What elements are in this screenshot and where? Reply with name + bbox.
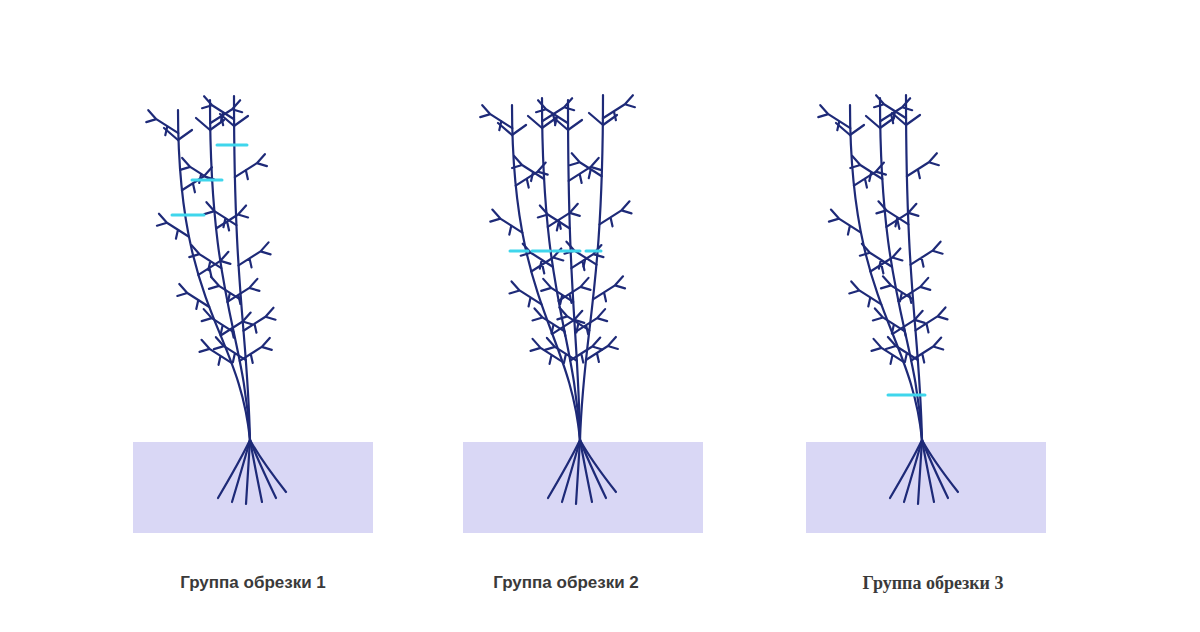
twig-line bbox=[490, 210, 522, 235]
twig-line bbox=[898, 278, 930, 303]
twig-line bbox=[593, 276, 625, 301]
twig-line bbox=[876, 201, 908, 226]
twig-line bbox=[202, 309, 234, 334]
twig-line bbox=[557, 307, 589, 332]
twig-line bbox=[216, 205, 248, 230]
twig-line bbox=[480, 105, 512, 130]
twig-line bbox=[564, 242, 596, 267]
root-line bbox=[246, 440, 250, 504]
twig-line bbox=[541, 279, 573, 304]
twig-line bbox=[849, 281, 881, 306]
twig-line bbox=[533, 308, 565, 333]
twig-line bbox=[202, 96, 234, 121]
root-line bbox=[218, 440, 250, 498]
twig-line bbox=[886, 204, 918, 229]
twig-line bbox=[209, 277, 241, 302]
twig-line bbox=[510, 281, 542, 306]
twig-line bbox=[836, 123, 864, 135]
root-line bbox=[250, 440, 286, 492]
twig-line bbox=[512, 156, 544, 181]
twig-line bbox=[873, 308, 905, 333]
root-line bbox=[918, 440, 922, 504]
twig-line bbox=[892, 113, 920, 125]
group-label: Группа обрезки 3 bbox=[863, 573, 1004, 594]
twig-line bbox=[603, 95, 635, 120]
twig-line bbox=[220, 114, 248, 126]
cut-mark bbox=[532, 250, 550, 253]
stem-line bbox=[234, 96, 250, 440]
twig-line bbox=[870, 248, 902, 273]
group-label: Группа обрезки 1 bbox=[180, 573, 326, 593]
twig-line bbox=[907, 153, 939, 178]
twig-line bbox=[498, 123, 526, 135]
cut-mark bbox=[586, 250, 601, 253]
root-line bbox=[580, 440, 616, 492]
twig-line bbox=[559, 278, 591, 303]
twig-line bbox=[235, 154, 267, 179]
twig-line bbox=[177, 284, 209, 309]
twig-line bbox=[570, 153, 602, 178]
stem-line bbox=[568, 100, 580, 440]
twig-line bbox=[850, 156, 882, 181]
twig-line bbox=[204, 202, 236, 227]
twig-line bbox=[243, 308, 275, 333]
root-line bbox=[576, 440, 580, 504]
twig-line bbox=[239, 242, 271, 267]
cut-mark bbox=[172, 214, 204, 217]
twig-line bbox=[893, 311, 925, 336]
twig-line bbox=[521, 244, 553, 269]
cut-mark bbox=[217, 144, 247, 147]
cut-mark bbox=[888, 394, 925, 397]
twig-line bbox=[545, 338, 577, 363]
twig-line bbox=[210, 100, 242, 125]
stem-line bbox=[542, 98, 580, 440]
twig-line bbox=[214, 337, 246, 362]
twig-line bbox=[874, 95, 906, 120]
twig-line bbox=[528, 116, 556, 128]
twig-line bbox=[200, 340, 232, 365]
twig-line bbox=[538, 205, 570, 230]
twig-line bbox=[866, 116, 894, 128]
twig-line bbox=[881, 276, 913, 301]
twig-line bbox=[589, 113, 617, 125]
twig-line bbox=[911, 242, 943, 267]
twig-line bbox=[189, 245, 221, 270]
twig-line bbox=[818, 105, 850, 130]
twig-line bbox=[196, 118, 224, 130]
twig-line bbox=[600, 201, 632, 226]
twig-line bbox=[829, 210, 861, 235]
stem-line bbox=[210, 100, 250, 440]
stem-line bbox=[512, 105, 580, 440]
twig-line bbox=[227, 279, 259, 304]
twig-line bbox=[586, 337, 618, 362]
cut-mark bbox=[510, 250, 528, 253]
root-line bbox=[548, 440, 580, 498]
root-line bbox=[922, 440, 958, 492]
twig-line bbox=[164, 128, 192, 140]
twig-line bbox=[146, 110, 178, 135]
root-line bbox=[890, 440, 922, 498]
twig-line bbox=[157, 214, 189, 239]
stem-line bbox=[880, 98, 922, 440]
twig-line bbox=[554, 118, 582, 130]
twig-line bbox=[860, 244, 892, 269]
group-label: Группа обрезки 2 bbox=[493, 573, 639, 593]
cut-mark bbox=[553, 250, 580, 253]
twig-line bbox=[221, 313, 253, 338]
twig-line bbox=[886, 337, 918, 362]
stem-line bbox=[906, 95, 922, 440]
twig-line bbox=[531, 339, 563, 364]
twig-line bbox=[536, 100, 568, 125]
twig-line bbox=[915, 307, 947, 332]
twig-line bbox=[569, 158, 601, 183]
cut-mark bbox=[192, 179, 222, 182]
twig-line bbox=[872, 339, 904, 364]
